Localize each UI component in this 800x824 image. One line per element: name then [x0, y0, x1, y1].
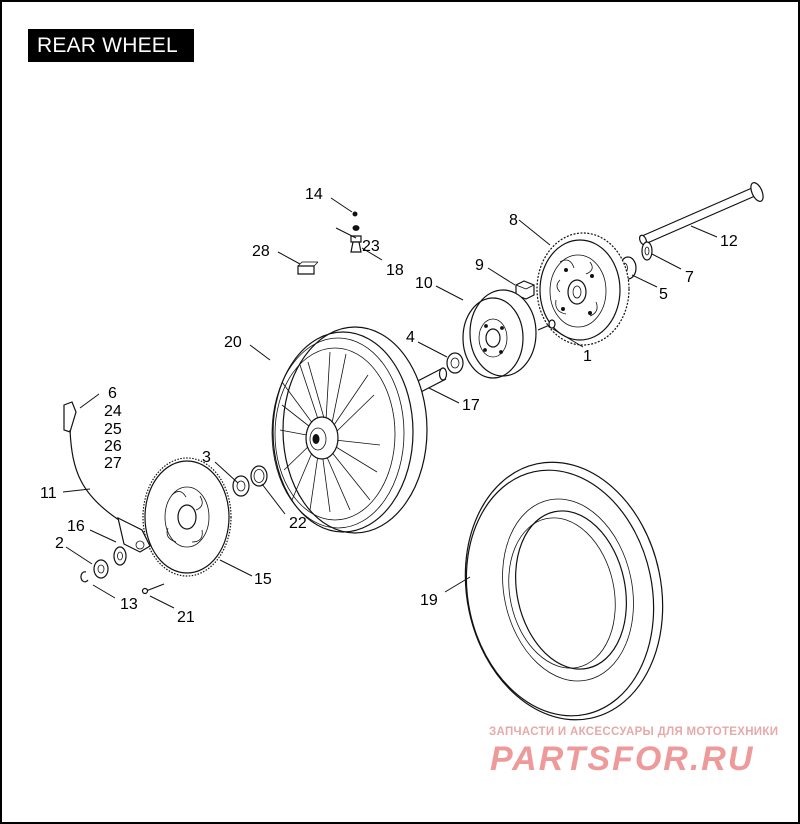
watermark-logo: PARTSFOR.RU: [490, 740, 755, 778]
brake-disc: [142, 457, 232, 577]
rear-axle: [638, 182, 764, 246]
callout-2: 2: [55, 535, 64, 552]
brake-disc-bolt: [141, 583, 165, 595]
callout-28: 28: [252, 243, 270, 260]
axle-washer-left: [113, 546, 127, 566]
sprocket-bolt: [537, 319, 556, 331]
callout-10: 10: [415, 275, 433, 292]
sprocket-hub: [462, 289, 537, 379]
retaining-clip: [80, 571, 89, 583]
callout-27: 27: [104, 455, 122, 472]
callout-14: 14: [305, 186, 323, 203]
callout-13: 13: [120, 596, 138, 613]
watermark-tagline: ЗАПЧАСТИ И АКСЕССУАРЫ ДЛЯ МОТОТЕХНИКИ: [489, 726, 779, 738]
callout-20: 20: [224, 334, 242, 351]
rear-sprocket: [536, 232, 630, 346]
callout-19: 19: [420, 592, 438, 609]
callout-3: 3: [202, 449, 211, 466]
wheel-bearing-left: [232, 475, 250, 497]
callout-11: 11: [40, 485, 57, 502]
callout-6: 6: [108, 385, 117, 402]
abs-sensor: [63, 401, 151, 553]
axle-nut: [93, 559, 109, 579]
wheel-weight: [297, 261, 319, 275]
callout-18: 18: [386, 262, 404, 279]
callout-9: 9: [475, 257, 484, 274]
callout-16: 16: [67, 518, 85, 535]
callout-4: 4: [406, 329, 415, 346]
rear-tire: [464, 461, 664, 721]
callout-21: 21: [177, 609, 195, 626]
callout-15: 15: [254, 571, 272, 588]
callout-8: 8: [509, 212, 518, 229]
callout-5: 5: [659, 286, 668, 303]
axle-washer: [641, 241, 653, 261]
callout-25: 25: [104, 421, 122, 438]
callout-17: 17: [462, 397, 480, 414]
callout-1: 1: [583, 348, 592, 365]
callout-23: 23: [362, 238, 380, 255]
rear-wheel: [271, 326, 428, 534]
callout-26: 26: [104, 438, 122, 455]
callout-22: 22: [289, 515, 307, 532]
callout-labels: 1 2 3 4 5 6 7 8 9 10 11 12 13 14 15 16 1…: [40, 186, 738, 626]
callout-12: 12: [720, 233, 738, 250]
wheel-bearing-right: [446, 352, 464, 374]
leader-lines: [62, 197, 718, 609]
callout-7: 7: [685, 269, 694, 286]
valve-stem: [350, 211, 362, 253]
bearing-seal: [250, 465, 268, 487]
diagram-title: REAR WHEEL: [28, 29, 194, 62]
callout-24: 24: [104, 403, 122, 420]
